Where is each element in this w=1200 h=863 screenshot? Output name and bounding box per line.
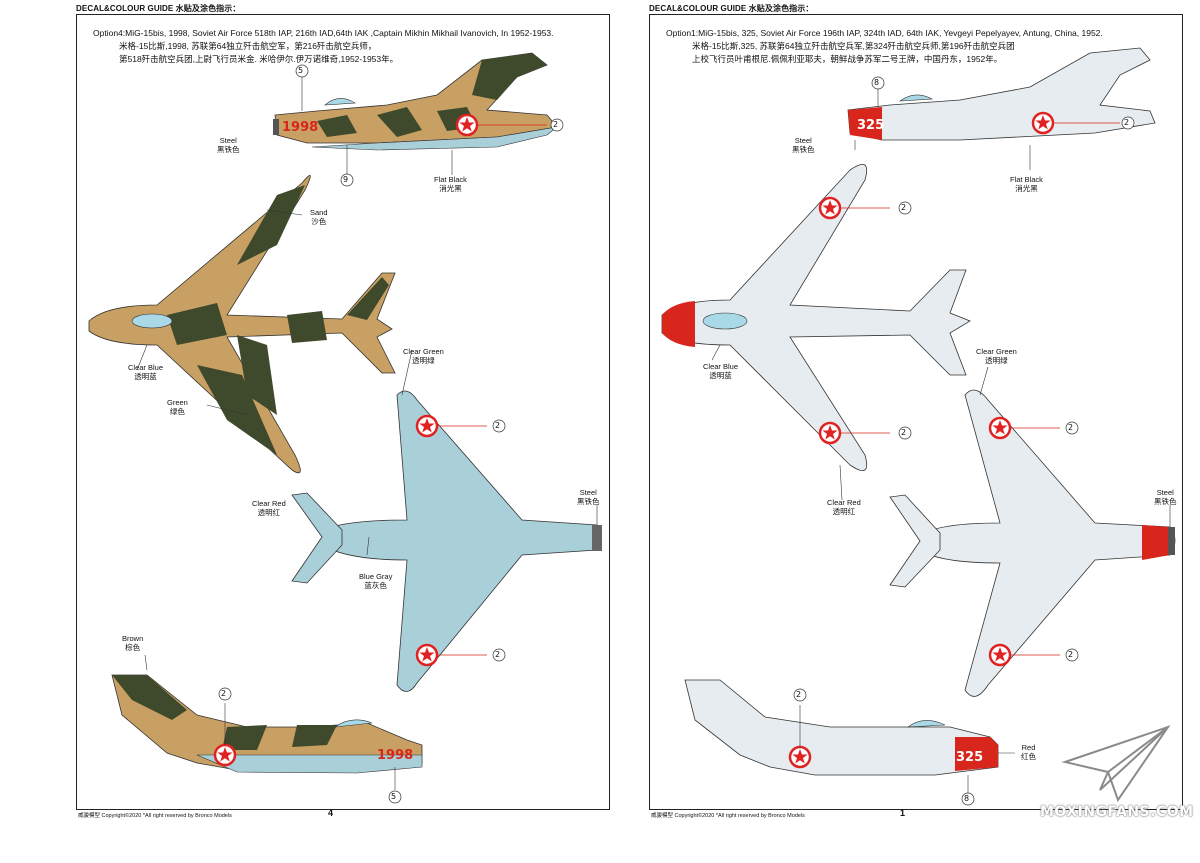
decal-num-2-bottomview-lower: 2 [1068,650,1074,659]
left-bottom-tail-number: 1998 [377,748,413,763]
decal-num-2-wing-upper: 2 [495,421,501,430]
option-line-cn-2: 上校飞行员叶甫根尼.佩佩利亚耶夫，朝鲜战争苏军二号王牌，中国丹东，1952年。 [692,54,1003,64]
right-bottom-tail-number: 325 [956,750,983,765]
option-4-description: Option4:MiG-15bis, 1998, Soviet Air Forc… [93,27,608,66]
decal-num-5-bottom: 5 [391,792,397,801]
option-line-cn-2: 第518歼击航空兵团,上尉飞行员米金. 米哈伊尔.伊万诺维奇,1952-1953… [119,54,399,64]
side-view-top: 325 [847,47,1156,170]
watermark-text: MOXINGFANS.COM [1040,804,1194,820]
left-footer: 威骏模型 Copyright©2020 *All right reserved … [78,813,232,819]
left-top-tail-number: 1998 [282,120,318,135]
paper-plane-watermark-icon [1055,722,1175,806]
bottom-view-silver [889,366,1176,697]
right-page-number: 1 [900,808,906,818]
decal-number-markers [218,64,564,804]
top-view-camouflage [88,175,396,474]
left-guide-title: DECAL&COLOUR GUIDE 水贴及涂色指示： [76,4,241,13]
left-page-number: 4 [328,808,334,818]
decal-num-2-top: 2 [553,120,559,129]
right-footer: 威骏模型 Copyright©2020 *All right reserved … [651,813,805,819]
decal-num-2-side: 2 [221,689,227,698]
left-page: Option4:MiG-15bis, 1998, Soviet Air Forc… [76,14,610,810]
decal-num-2-wing-lower: 2 [495,650,501,659]
side-view-bottom: 1998 [111,654,423,790]
right-aircraft-artwork: 325 [661,47,1176,806]
side-view-top: 1998 [273,52,559,175]
side-view-bottom: 325 [684,679,1015,793]
right-top-tail-number: 325 [857,118,884,133]
decal-num-2-bottomview-upper: 2 [1068,423,1074,432]
option-line-cn-1: 米格-15比斯,325, 苏联第64独立歼击航空兵军,第324歼击航空兵师,第1… [692,41,1015,51]
decal-number-markers [793,76,1135,806]
decal-num-9: 9 [343,175,349,184]
option-1-description: Option1:MiG-15bis, 325, Soviet Air Force… [666,27,1181,66]
left-aircraft-artwork: 1998 [88,52,602,804]
decal-num-8-top: 8 [874,78,880,87]
bottom-view-blue [291,349,602,692]
right-page: Option1:MiG-15bis, 325, Soviet Air Force… [649,14,1183,810]
option-line-en: Option1:MiG-15bis, 325, Soviet Air Force… [666,28,1103,38]
decal-num-5-top: 5 [298,66,304,75]
decal-num-2-topview-lower: 2 [901,428,907,437]
decal-num-8-bottom: 8 [964,794,970,803]
option-line-cn-1: 米格-15比斯,1998, 苏联第64独立歼击航空军，第216歼击航空兵师， [119,41,377,51]
decal-num-2-topview-upper: 2 [901,203,907,212]
top-view-silver [661,163,971,501]
decal-num-2-top: 2 [1124,118,1130,127]
decal-num-2-side: 2 [796,690,802,699]
option-line-en: Option4:MiG-15bis, 1998, Soviet Air Forc… [93,28,554,38]
right-guide-title: DECAL&COLOUR GUIDE 水贴及涂色指示： [649,4,814,13]
